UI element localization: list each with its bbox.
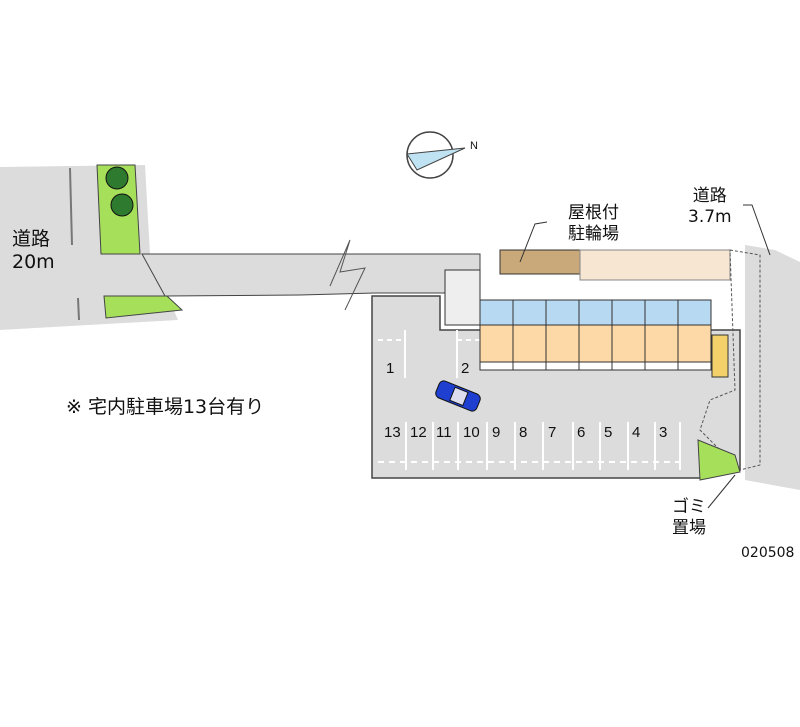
apartment-unit [512, 361, 547, 371]
parking-space-7: 7 [548, 424, 557, 441]
parking-space-11: 11 [436, 424, 452, 441]
apartment-unit [611, 324, 646, 363]
parking-space-13: 13 [384, 424, 401, 441]
apartment-unit [545, 299, 580, 326]
stairs [444, 269, 481, 326]
access-road [141, 253, 481, 297]
parking-note: ※ 宅内駐車場13台有り [66, 396, 265, 418]
garbage-label: ゴミ置場 [672, 497, 706, 538]
parking-dividers [405, 422, 681, 470]
apartment-unit [479, 299, 514, 326]
parking-space-5: 5 [604, 424, 613, 441]
apartment-unit [677, 299, 712, 326]
garbage-area [697, 439, 741, 481]
apartment-unit [479, 324, 514, 363]
apartment-unit [545, 361, 580, 371]
tree-icon [110, 193, 134, 217]
parking-space-9: 9 [492, 424, 501, 441]
apartment-unit [677, 324, 712, 363]
apartment-unit [677, 361, 712, 371]
parking-space-12: 12 [410, 424, 427, 441]
building-deck [579, 249, 731, 281]
apartment-unit [644, 299, 679, 326]
map-code: 020508 [741, 545, 795, 561]
apartment-unit [578, 324, 613, 363]
apartment-unit [611, 361, 646, 371]
apartment-unit [644, 324, 679, 363]
bicycle-parking-label: 屋根付駐輪場 [568, 203, 619, 244]
parking-space-1: 1 [386, 360, 395, 377]
storage [711, 334, 729, 378]
parking-lines [378, 330, 680, 463]
bicycle-parking-area [499, 249, 581, 275]
parking-space-4: 4 [632, 424, 641, 441]
apartment-unit [611, 299, 646, 326]
apartment-unit [578, 361, 613, 371]
parking-space-8: 8 [519, 424, 528, 441]
compass-icon [406, 131, 466, 179]
parking-space-10: 10 [463, 424, 480, 441]
car-icon [435, 380, 481, 412]
side-road [745, 245, 800, 490]
parking-space-3: 3 [659, 424, 668, 441]
compass-north-label: N [470, 140, 478, 152]
apartment-unit [545, 324, 580, 363]
apartment-unit [479, 361, 514, 371]
tree-icon [105, 166, 129, 190]
apartment-units [479, 299, 712, 371]
parking-space-6: 6 [577, 424, 586, 441]
apartment-unit [644, 361, 679, 371]
green-strip-bottom [103, 295, 184, 319]
parking-space-2: 2 [461, 360, 470, 377]
apartment-unit [512, 299, 547, 326]
apartment-unit [578, 299, 613, 326]
apartment-unit [512, 324, 547, 363]
walkway [699, 249, 761, 471]
